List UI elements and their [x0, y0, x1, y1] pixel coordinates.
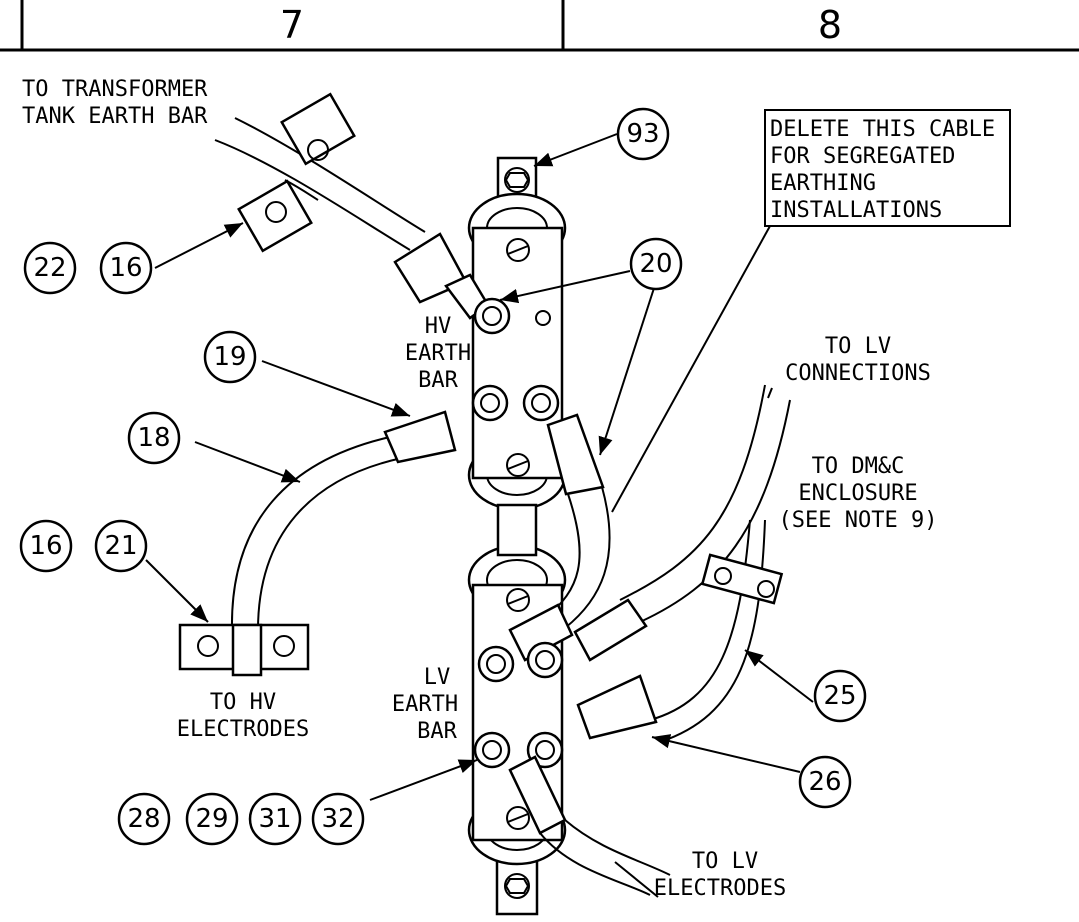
svg-text:16: 16	[109, 253, 142, 283]
svg-text:16: 16	[29, 531, 62, 561]
balloon-19: 19	[203, 330, 257, 384]
balloon-29: 29	[185, 792, 239, 846]
svg-text:28: 28	[127, 804, 160, 834]
item-balloons: 93 22 16 20 19 18 16 21 25 26 28 29 31 3…	[19, 107, 867, 846]
note-line-4: INSTALLATIONS	[770, 198, 942, 223]
hv-earth-bar	[471, 226, 564, 480]
label-lv-electrodes-2: ELECTRODES	[654, 876, 786, 901]
text-labels: TO TRANSFORMER TANK EARTH BAR DELETE THI…	[22, 77, 995, 901]
label-lv-electrodes-1: TO LV	[692, 849, 758, 874]
svg-text:20: 20	[639, 249, 672, 279]
label-to-transformer: TO TRANSFORMER	[22, 77, 208, 102]
label-dmc-3: (SEE NOTE 9)	[779, 508, 938, 533]
zone-label-8: 8	[818, 3, 842, 47]
balloon-18: 18	[127, 411, 181, 465]
svg-text:22: 22	[33, 253, 66, 283]
balloon-22: 22	[23, 241, 77, 295]
svg-text:21: 21	[104, 531, 137, 561]
svg-text:31: 31	[258, 804, 291, 834]
balloon-16-bottom: 16	[19, 519, 73, 573]
balloon-26: 26	[798, 755, 852, 809]
svg-text:29: 29	[195, 804, 228, 834]
label-lv-bar-2: EARTH	[392, 692, 458, 717]
label-lv-conn-2: CONNECTIONS	[785, 361, 931, 386]
label-hv-electrodes-2: ELECTRODES	[177, 717, 309, 742]
label-tank-earth-bar: TANK EARTH BAR	[22, 104, 208, 129]
label-hv-bar-2: EARTH	[405, 341, 471, 366]
balloon-32: 32	[311, 792, 365, 846]
label-hv-electrodes-1: TO HV	[210, 690, 276, 715]
balloon-20: 20	[629, 237, 683, 291]
label-lv-bar-3: BAR	[417, 719, 457, 744]
svg-text:25: 25	[823, 681, 856, 711]
svg-text:26: 26	[808, 767, 841, 797]
note-line-3: EARTHING	[770, 171, 876, 196]
note-line-2: FOR SEGREGATED	[770, 144, 955, 169]
svg-text:19: 19	[213, 342, 246, 372]
bottom-bolt-lug	[495, 856, 539, 916]
balloon-28: 28	[117, 792, 171, 846]
label-hv-bar-1: HV	[425, 314, 452, 339]
label-dmc-1: TO DM&C	[812, 454, 905, 479]
balloon-16-top: 16	[99, 241, 153, 295]
zone-header: 7 8	[0, 0, 1079, 52]
leader-lines	[145, 133, 814, 898]
label-lv-bar-1: LV	[424, 665, 451, 690]
label-hv-bar-3: BAR	[418, 368, 458, 393]
note-line-1: DELETE THIS CABLE	[770, 117, 995, 142]
balloon-25: 25	[813, 669, 867, 723]
svg-text:93: 93	[626, 119, 659, 149]
svg-text:18: 18	[137, 423, 170, 453]
balloon-31: 31	[248, 792, 302, 846]
cables	[178, 92, 791, 896]
label-lv-conn-1: TO LV	[825, 334, 891, 359]
label-dmc-2: ENCLOSURE	[798, 481, 917, 506]
zone-label-7: 7	[280, 3, 304, 47]
svg-text:32: 32	[321, 804, 354, 834]
balloon-93: 93	[616, 107, 670, 161]
balloon-21: 21	[94, 519, 148, 573]
note-box	[764, 109, 1011, 227]
